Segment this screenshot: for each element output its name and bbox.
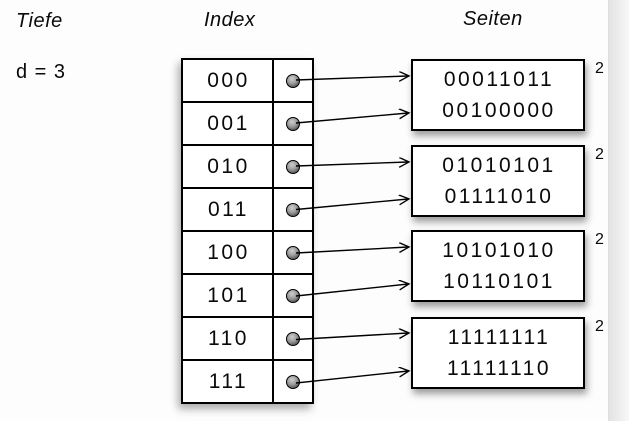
pointer-dot-icon [286,245,300,260]
pointer-cell [274,146,312,187]
page-entry: 10110101 [443,270,555,293]
page-edge-strip [608,0,629,421]
index-row-111: 111 [183,361,312,402]
pointer-cell [274,318,312,359]
depth-column-title: Tiefe [16,10,63,32]
index-row-001: 001 [183,103,312,146]
page-entry: 00100000 [442,99,556,122]
index-cell-label: 100 [183,232,274,273]
index-row-011: 011 [183,189,312,232]
page-entry: 10101010 [442,239,556,262]
page-entry: 11111110 [446,357,552,380]
pointer-dot-icon [286,374,300,389]
local-depth-3: 2 [595,231,604,248]
index-cell-label: 000 [183,60,274,101]
page-box-2: 01010101 01111010 [411,145,585,217]
pointer-dot-icon [286,159,300,174]
pointer-cell [274,103,312,144]
index-table: 000 001 010 011 100 101 110 111 [181,58,314,404]
index-row-010: 010 [183,146,312,189]
page-box-1: 00011011 00100000 [411,59,585,131]
pointer-dot-icon [286,331,300,346]
index-row-101: 101 [183,275,312,318]
index-cell-label: 111 [183,361,274,402]
index-cell-label: 010 [183,146,274,187]
index-row-100: 100 [183,232,312,275]
index-cell-label: 110 [183,318,274,359]
pointer-cell [274,275,312,316]
pages-column-title: Seiten [463,8,523,30]
page-entry: 01111010 [444,185,554,208]
index-cell-label: 001 [183,103,274,144]
page-entry: 11111111 [447,326,551,349]
index-column-title: Index [204,9,256,31]
global-depth-value: d = 3 [16,61,67,83]
index-row-000: 000 [183,60,312,103]
page-box-3: 10101010 10110101 [411,230,585,302]
pointer-cell [274,361,312,402]
pointer-cell [274,189,312,230]
pointer-dot-icon [286,202,300,217]
index-cell-label: 101 [183,275,274,316]
pointer-dot-icon [286,116,300,131]
pointer-cell [274,60,312,101]
pointer-dot-icon [286,73,300,88]
index-cell-label: 011 [183,189,274,230]
pointer-dot-icon [286,288,300,303]
local-depth-4: 2 [595,318,604,335]
local-depth-1: 2 [595,60,604,77]
page-entry: 01010101 [442,154,556,177]
pointer-cell [274,232,312,273]
page-box-4: 11111111 11111110 [411,317,585,389]
local-depth-2: 2 [595,146,604,163]
page-entry: 00011011 [443,68,555,91]
index-row-110: 110 [183,318,312,361]
